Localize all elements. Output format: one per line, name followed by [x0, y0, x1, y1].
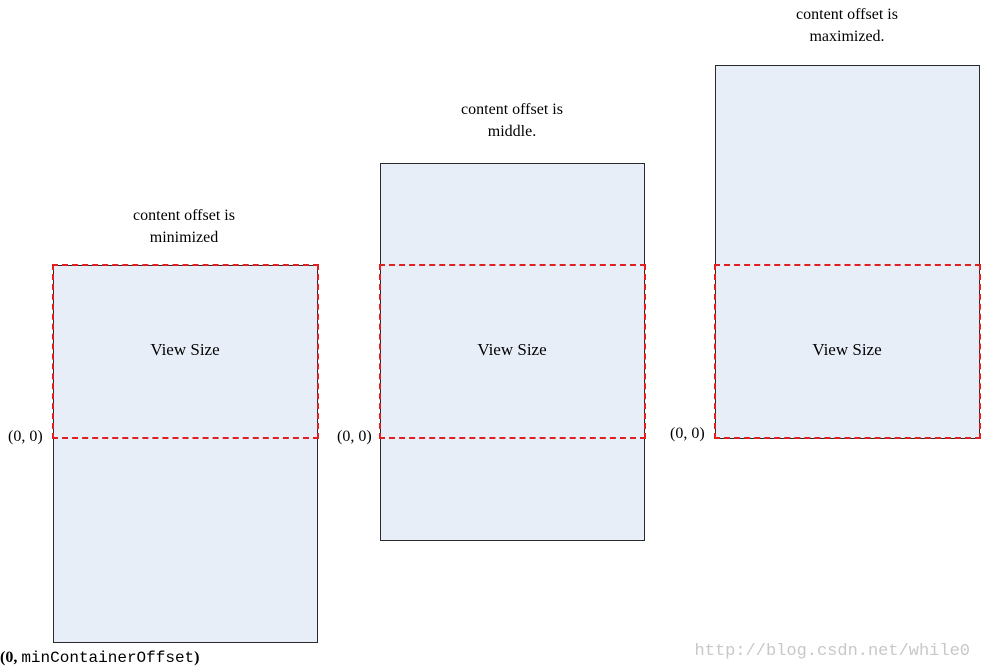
origin-label-maximized: (0, 0): [670, 425, 705, 442]
view-size-label-minimized: View Size: [150, 340, 220, 359]
view-box-middle: [379, 264, 646, 439]
caption-maximized: content offset is maximized.: [747, 4, 947, 48]
caption-line1: content offset is: [133, 207, 235, 224]
content-box-middle: [380, 163, 645, 541]
content-box-maximized: [715, 65, 980, 439]
origin-label-minimized: (0, 0): [8, 428, 43, 445]
caption-line2: middle.: [487, 123, 537, 140]
caption-middle: content offset is middle.: [412, 99, 612, 143]
caption-line1: content offset is: [796, 6, 898, 23]
caption-line2: minimized: [149, 229, 219, 246]
caption-line2: maximized.: [809, 28, 885, 45]
min-container-offset-label: (0, minContainerOffset): [0, 649, 199, 667]
caption-line1: content offset is: [461, 101, 563, 118]
view-box-minimized: [52, 264, 319, 439]
min-offset-prefix: (0,: [0, 649, 22, 666]
origin-label-middle: (0, 0): [337, 428, 372, 445]
min-offset-name: minContainerOffset: [21, 649, 195, 667]
view-size-label-middle: View Size: [477, 340, 547, 359]
view-box-maximized: [714, 264, 981, 439]
watermark-text: http://blog.csdn.net/while0: [694, 642, 970, 661]
content-box-minimized: [53, 265, 318, 643]
view-size-label-maximized: View Size: [812, 340, 882, 359]
caption-minimized: content offset is minimized: [84, 205, 284, 249]
min-offset-suffix: ): [194, 649, 200, 666]
